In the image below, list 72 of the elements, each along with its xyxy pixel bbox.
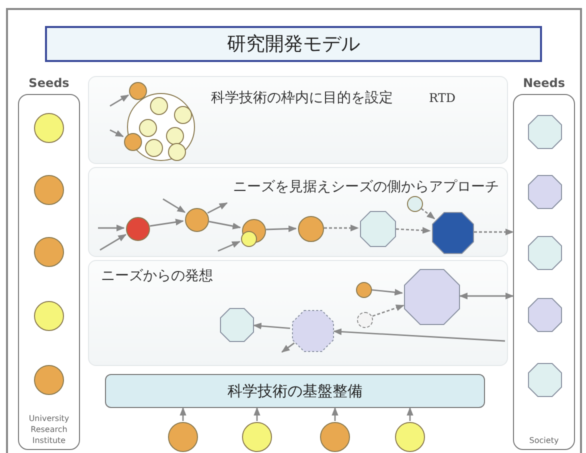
band-title: ニーズを見据えシーズの側からアプローチ (233, 178, 499, 196)
small-circle (174, 106, 192, 124)
band-title: ニーズからの発想 (101, 267, 213, 285)
seed-circle (126, 217, 150, 241)
band-panel (88, 260, 508, 366)
arrow (100, 234, 127, 251)
arrow (266, 225, 297, 232)
need-octagon (528, 363, 562, 397)
small-circle (166, 127, 184, 145)
panel-caption: Society (528, 435, 560, 446)
arrow (98, 224, 125, 232)
small-circle (124, 133, 142, 151)
arrow (253, 322, 290, 330)
small-circle (145, 139, 163, 157)
arrow (372, 288, 404, 296)
arrow (208, 220, 242, 230)
arrow (333, 328, 506, 342)
band-note: RTD (429, 91, 456, 105)
band-panel (88, 76, 508, 164)
seed-circle (34, 365, 64, 395)
small-circle (241, 231, 257, 247)
need-octagon (528, 236, 562, 270)
need-octagon (528, 298, 562, 332)
need-octagon (360, 211, 396, 247)
arrow (150, 218, 184, 227)
small-circle (150, 97, 168, 115)
arrow (324, 224, 359, 232)
need-octagon (528, 175, 562, 209)
arrow (420, 208, 436, 220)
small-circle (407, 196, 423, 212)
need-octagon (404, 269, 460, 325)
small-circle (129, 82, 147, 100)
arrow (218, 240, 240, 252)
title-box: 研究開発モデル (45, 26, 542, 62)
small-circle (356, 282, 372, 298)
panel-caption: University Research Institute (28, 413, 70, 446)
arrow (406, 407, 414, 421)
seed-circle (185, 208, 209, 232)
need-octagon (220, 308, 254, 342)
arrow (110, 94, 130, 107)
arrow (474, 228, 514, 236)
band-title: 科学技術の枠内に目的を設定 (211, 89, 393, 107)
seed-circle (34, 301, 64, 331)
need-octagon (528, 115, 562, 149)
need-octagon (292, 310, 334, 352)
seed-circle (298, 216, 324, 242)
arrow (372, 304, 404, 317)
seed-circle (320, 422, 350, 452)
arrow (459, 292, 514, 300)
arrow (162, 198, 186, 213)
arrow (396, 227, 431, 234)
seed-circle (242, 422, 272, 452)
arrow (281, 342, 295, 353)
seed-circle (168, 422, 198, 452)
panel-heading: Needs (522, 76, 566, 90)
small-circle (139, 119, 157, 137)
seed-circle (34, 175, 64, 205)
band-panel (88, 167, 508, 257)
arrow (254, 407, 260, 421)
seed-circle (34, 113, 64, 143)
seed-circle (34, 237, 64, 267)
arrow (207, 202, 228, 214)
small-circle (357, 312, 373, 328)
small-circle (168, 143, 186, 161)
arrow (332, 407, 338, 421)
panel-heading: Seeds (28, 76, 70, 90)
seed-circle (395, 422, 425, 452)
foundation-box: 科学技術の基盤整備 (105, 374, 485, 408)
need-octagon (432, 212, 474, 254)
frame-circle (127, 93, 195, 161)
arrow (110, 129, 124, 138)
arrow (180, 407, 186, 421)
